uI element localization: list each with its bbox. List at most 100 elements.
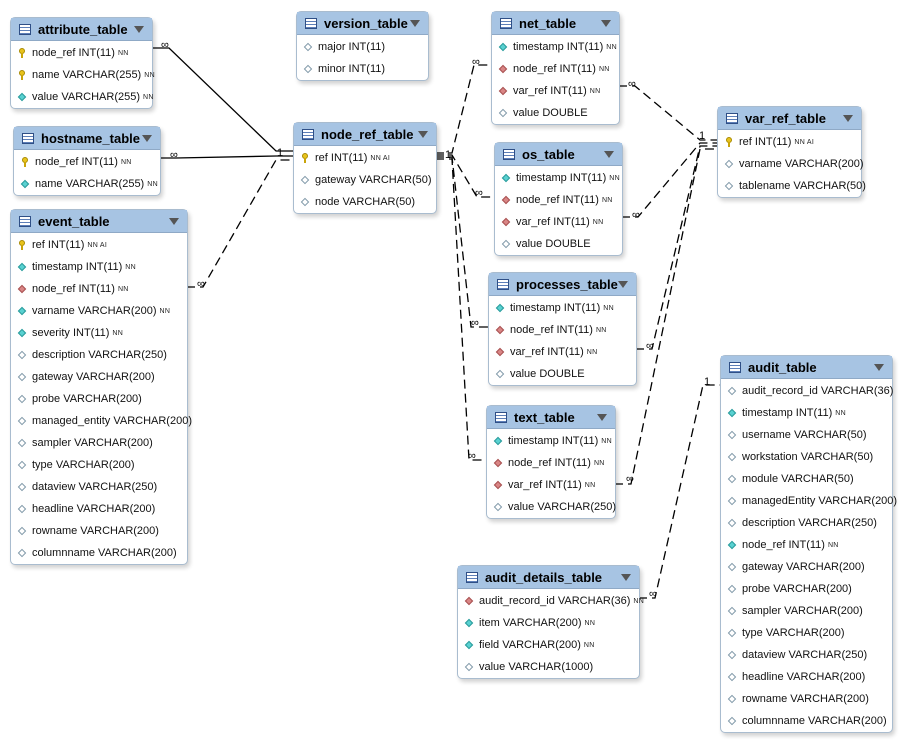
table-header[interactable]: net_table xyxy=(492,12,619,35)
column-row[interactable]: node_ref INT(11)NN xyxy=(721,534,892,556)
column-row[interactable]: headline VARCHAR(200) xyxy=(11,498,187,520)
column-row[interactable]: node_ref INT(11)NN xyxy=(495,189,622,211)
column-row[interactable]: rowname VARCHAR(200) xyxy=(11,520,187,542)
column-row[interactable]: type VARCHAR(200) xyxy=(11,454,187,476)
column-row[interactable]: columnname VARCHAR(200) xyxy=(721,710,892,732)
column-row[interactable]: description VARCHAR(250) xyxy=(11,344,187,366)
relationship-line[interactable] xyxy=(151,47,293,152)
collapse-arrow-icon[interactable] xyxy=(843,115,853,122)
collapse-arrow-icon[interactable] xyxy=(134,26,144,33)
column-row[interactable]: item VARCHAR(200)NN xyxy=(458,612,639,634)
relationship-line[interactable] xyxy=(618,85,717,141)
column-row[interactable]: sampler VARCHAR(200) xyxy=(721,600,892,622)
table-header[interactable]: processes_table xyxy=(489,273,636,296)
column-row[interactable]: managedEntity VARCHAR(200) xyxy=(721,490,897,512)
column-row[interactable]: ref INT(11)NN AI xyxy=(294,147,436,169)
column-row[interactable]: columnname VARCHAR(200) xyxy=(11,542,187,564)
column-row[interactable]: field VARCHAR(200)NN xyxy=(458,634,639,656)
column-row[interactable]: node_ref INT(11)NN xyxy=(487,452,615,474)
column-row[interactable]: gateway VARCHAR(200) xyxy=(721,556,892,578)
column-row[interactable]: type VARCHAR(200) xyxy=(721,622,892,644)
column-row[interactable]: sampler VARCHAR(200) xyxy=(11,432,187,454)
relationship-line[interactable] xyxy=(435,158,486,461)
column-row[interactable]: minor INT(11) xyxy=(297,58,428,80)
column-row[interactable]: name VARCHAR(255)NN xyxy=(11,64,155,86)
column-row[interactable]: var_ref INT(11)NN xyxy=(487,474,615,496)
column-row[interactable]: node_ref INT(11)NN xyxy=(14,151,160,173)
table-header[interactable]: var_ref_table xyxy=(718,107,861,130)
column-row[interactable]: headline VARCHAR(200) xyxy=(721,666,892,688)
column-row[interactable]: timestamp INT(11)NN xyxy=(489,297,636,319)
column-row[interactable]: managed_entity VARCHAR(200) xyxy=(11,410,192,432)
table-header[interactable]: audit_details_table xyxy=(458,566,639,589)
column-row[interactable]: node_ref INT(11)NN xyxy=(11,42,152,64)
table-header[interactable]: hostname_table xyxy=(14,127,160,150)
column-row[interactable]: node VARCHAR(50) xyxy=(294,191,436,213)
collapse-arrow-icon[interactable] xyxy=(169,218,179,225)
relationship-line[interactable] xyxy=(621,142,717,218)
column-row[interactable]: username VARCHAR(50) xyxy=(721,424,892,446)
column-row[interactable]: timestamp INT(11)NN xyxy=(11,256,187,278)
column-row[interactable]: timestamp INT(11)NN xyxy=(721,402,892,424)
column-row[interactable]: value DOUBLE xyxy=(495,233,622,255)
column-row[interactable]: name VARCHAR(255)NN xyxy=(14,173,160,195)
column-row[interactable]: gateway VARCHAR(200) xyxy=(11,366,187,388)
column-row[interactable]: gateway VARCHAR(50) xyxy=(294,169,436,191)
table-header[interactable]: text_table xyxy=(487,406,615,429)
collapse-arrow-icon[interactable] xyxy=(601,20,611,27)
collapse-arrow-icon[interactable] xyxy=(597,414,607,421)
column-row[interactable]: severity INT(11)NN xyxy=(11,322,187,344)
table-header[interactable]: attribute_table xyxy=(11,18,152,41)
column-row[interactable]: timestamp INT(11)NN xyxy=(487,430,615,452)
collapse-arrow-icon[interactable] xyxy=(874,364,884,371)
column-row[interactable]: timestamp INT(11)NN xyxy=(492,36,619,58)
column-row[interactable]: probe VARCHAR(200) xyxy=(11,388,187,410)
column-row[interactable]: audit_record_id VARCHAR(36)NN xyxy=(458,590,644,612)
collapse-arrow-icon[interactable] xyxy=(604,151,614,158)
column-row[interactable]: value VARCHAR(250) xyxy=(487,496,616,518)
column-row[interactable]: ref INT(11)NN AI xyxy=(718,131,861,153)
relationship-line[interactable] xyxy=(435,154,494,198)
collapse-arrow-icon[interactable] xyxy=(618,281,628,288)
relationship-line[interactable] xyxy=(435,64,491,154)
column-row[interactable]: value DOUBLE xyxy=(489,363,636,385)
table-header[interactable]: node_ref_table xyxy=(294,123,436,146)
column-row[interactable]: timestamp INT(11)NN xyxy=(495,167,622,189)
column-row[interactable]: dataview VARCHAR(250) xyxy=(721,644,892,666)
column-row[interactable]: node_ref INT(11)NN xyxy=(492,58,619,80)
column-row[interactable]: varname VARCHAR(200)NN xyxy=(11,300,187,322)
column-row[interactable]: dataview VARCHAR(250) xyxy=(11,476,187,498)
column-row[interactable]: node_ref INT(11)NN xyxy=(11,278,187,300)
column-row[interactable]: value DOUBLE xyxy=(492,102,619,124)
collapse-arrow-icon[interactable] xyxy=(410,20,420,27)
column-row[interactable]: varname VARCHAR(200) xyxy=(718,153,864,175)
table-header[interactable]: event_table xyxy=(11,210,187,233)
column-row[interactable]: node_ref INT(11)NN xyxy=(489,319,636,341)
collapse-arrow-icon[interactable] xyxy=(621,574,631,581)
table-header[interactable]: os_table xyxy=(495,143,622,166)
column-row[interactable]: var_ref INT(11)NN xyxy=(495,211,622,233)
relationship-line[interactable] xyxy=(635,145,717,350)
relationship-line[interactable] xyxy=(186,159,293,288)
relationship-line[interactable] xyxy=(435,156,488,328)
collapse-arrow-icon[interactable] xyxy=(418,131,428,138)
relationship-line[interactable] xyxy=(614,148,717,485)
column-row[interactable]: probe VARCHAR(200) xyxy=(721,578,892,600)
relationship-line[interactable] xyxy=(638,384,720,599)
column-row[interactable]: description VARCHAR(250) xyxy=(721,512,892,534)
relationship-line[interactable] xyxy=(159,155,293,159)
column-row[interactable]: var_ref INT(11)NN xyxy=(492,80,619,102)
column-row[interactable]: module VARCHAR(50) xyxy=(721,468,892,490)
column-row[interactable]: rowname VARCHAR(200) xyxy=(721,688,892,710)
